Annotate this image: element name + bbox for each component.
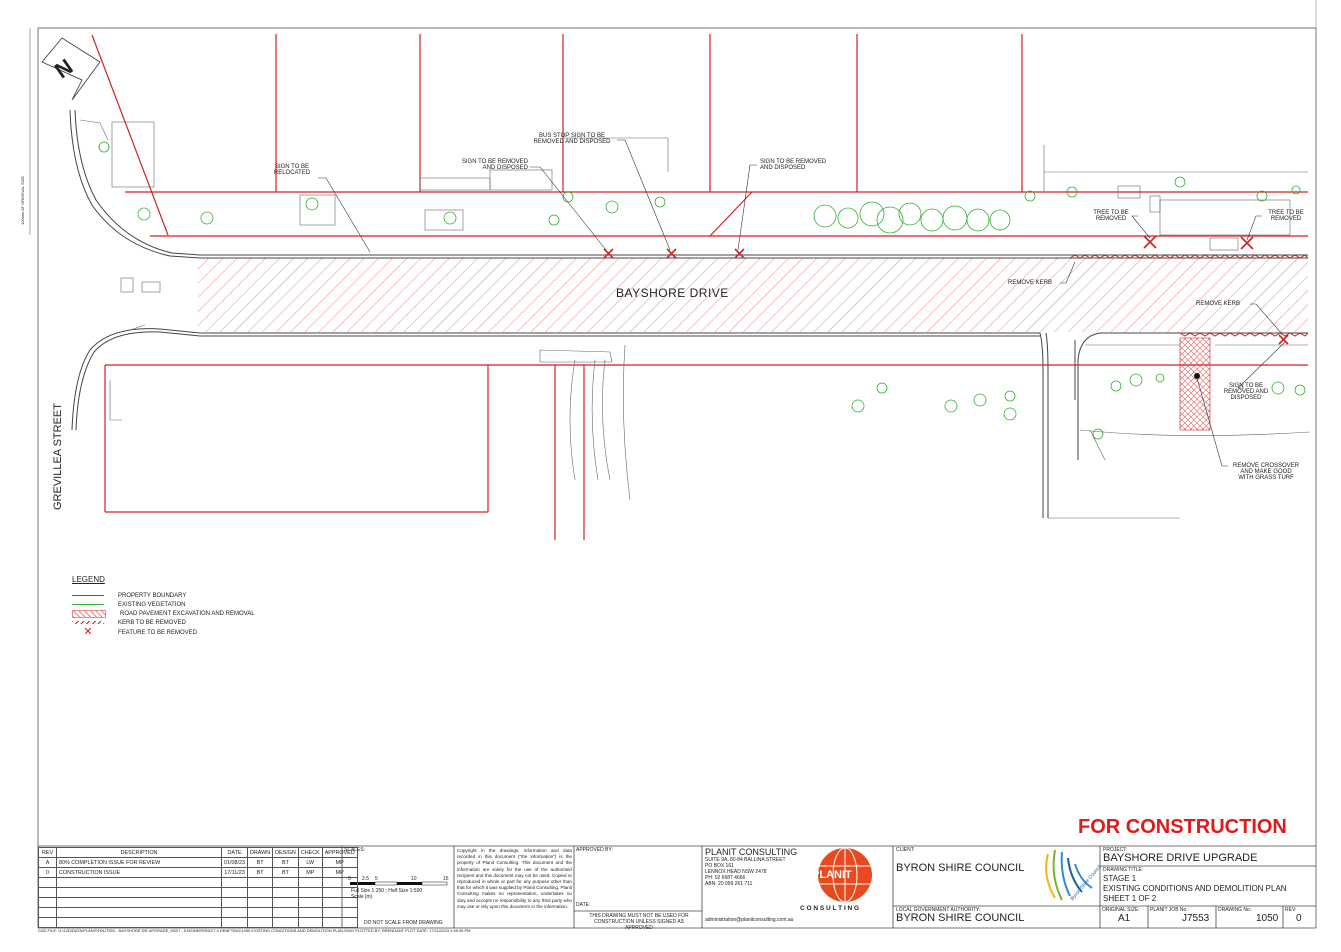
road-kerb-lines [69,109,1308,518]
callout-leaders [318,139,1286,467]
do-not-scale-note: DO NOT SCALE FROM DRAWING [364,920,443,926]
consultant-email: administration@planitconsulting.com.au [705,917,794,923]
revision-row: A 80% COMPLETION ISSUE FOR REVIEW 01/08/… [38,857,358,868]
legend-title: LEGEND [72,575,105,584]
approved-by-label: APPROVED BY: [576,847,613,853]
revision-row: 0 CONSTRUCTION ISSUE 17/11/23 BT BT MP M… [38,867,358,878]
margin-note: 100mm AT ORIGINAL SIZE [20,175,25,225]
callout-remove-kerb-1: REMOVE KERB [1008,280,1053,286]
scales-title: SCALES: [344,847,366,853]
legend-item-property-boundary: PROPERTY BOUNDARY [72,591,186,600]
copyright-notice: Copyright in the drawings, information a… [457,848,572,909]
features-to-be-removed [603,235,1289,345]
legend-item-pavement-excavation: ROAD PAVEMENT EXCAVATION AND REMOVAL [72,609,255,618]
drawing-no-label: DRAWING No.: [1218,907,1253,913]
drawing-number: 1050 [1256,913,1279,924]
council-logo [1045,849,1093,901]
scale-bar [350,881,448,886]
for-construction-stamp: FOR CONSTRUCTION [1078,816,1287,838]
property-boundaries [91,34,1308,540]
original-size: A1 [1118,913,1131,924]
title-block-grid [38,845,1316,928]
date-label: DATE: [576,902,591,908]
consultant-address: SUITE 9A, 80-84 BALLINA STREET PO BOX 16… [705,857,786,887]
crossover-removal-area [1179,337,1211,431]
client-label: CLIENT: [896,847,915,853]
rev-number: 0 [1296,913,1302,924]
scale-tick-1: 2.5 [362,876,369,882]
scale-full-size: Full Size 1:250 ; Half Size 1:500 [351,888,423,894]
street-grevillea-street: GREVILLEA STREET [52,403,64,510]
revision-table: REV DESCRIPTION DATE DRAWN DESIGN CHECK … [38,847,358,928]
lga-name: BYRON SHIRE COUNCIL [896,912,1025,924]
project-label: PROJECT: [1103,847,1128,853]
cad-file-path: CAD FILE: G:\12D\DATA\PLANIT\HNJ7553 - B… [38,928,471,933]
drawing-title-label: DRAWING TITLE: [1103,867,1144,873]
existing-vegetation [98,141,1306,440]
scale-tick-0: 0 [348,876,351,882]
client-name: BYRON SHIRE COUNCIL [896,862,1025,874]
street-bayshore-drive: BAYSHORE DRIVE [616,286,729,300]
consultant-name: PLANIT CONSULTING [705,847,798,857]
planit-logo-text: PLANIT [812,869,852,881]
planit-logo-subtext: C O N S U L T I N G [800,905,860,912]
legend-item-kerb-removed: KERB TO BE REMOVED [72,618,186,627]
red-cross-icon: ✕ [83,626,93,638]
pavement-excavation-area [198,258,1308,332]
planit-logo [818,847,872,903]
kerb-to-be-removed [1069,254,1309,337]
legend-item-feature-removed: ✕FEATURE TO BE REMOVED [72,626,197,638]
original-size-label: ORIGINAL SIZE: [1102,907,1140,913]
scale-tick-2: 5 [375,876,378,882]
existing-features [79,119,1311,519]
legend-item-vegetation: EXISTING VEGETATION [72,600,185,609]
job-label: PLANIT JOB No.: [1150,907,1190,913]
not-for-construction-note: THIS DRAWING MUST NOT BE USED FOR CONSTR… [589,913,689,931]
north-arrow [41,37,101,101]
lga-label: LOCAL GOVERNMENT AUTHORITY: [896,907,981,913]
job-number: J7553 [1182,913,1210,924]
callout-remove-kerb-2: REMOVE KERB [1196,301,1241,307]
drawing-title: STAGE 1 EXISTING CONDITIONS AND DEMOLITI… [1103,874,1287,903]
scale-tick-4: 15 [443,876,449,882]
project-name: BAYSHORE DRIVE UPGRADE [1103,852,1258,864]
scale-tick-3: 10 [411,876,417,882]
scale-units: Scale (m) [351,894,373,900]
rev-label: REV: [1285,907,1297,913]
